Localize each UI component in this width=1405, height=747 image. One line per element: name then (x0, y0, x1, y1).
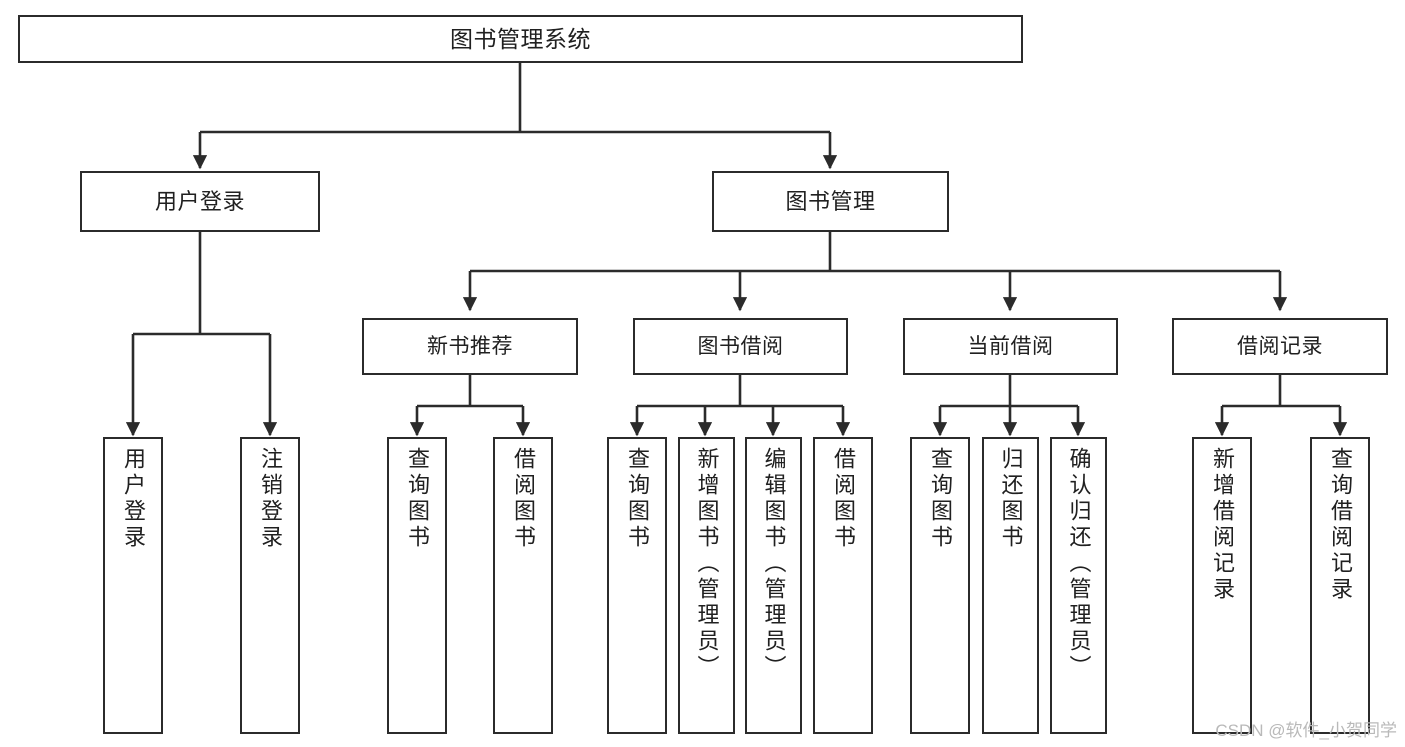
node-borrow-record[interactable]: 借阅记录 (1172, 318, 1388, 375)
leaf-query-borrow-record-label: 查询借阅记录 (1328, 447, 1353, 603)
leaf-borrow-book-recommend[interactable]: 借阅图书 (493, 437, 553, 734)
leaf-edit-book-admin-label: 编辑图书（管理员） (761, 447, 787, 681)
node-root[interactable]: 图书管理系统 (18, 15, 1023, 63)
leaf-user-login-label: 用户登录 (121, 447, 146, 551)
node-book-management-label: 图书管理 (785, 188, 876, 214)
node-root-label: 图书管理系统 (450, 25, 591, 52)
leaf-query-borrow-record[interactable]: 查询借阅记录 (1310, 437, 1370, 734)
node-book-borrow[interactable]: 图书借阅 (633, 318, 848, 375)
leaf-borrow-book-recommend-label: 借阅图书 (511, 447, 536, 551)
leaf-logout[interactable]: 注销登录 (240, 437, 300, 734)
leaf-query-book-current-label: 查询图书 (928, 447, 953, 551)
leaf-edit-book-admin[interactable]: 编辑图书（管理员） (745, 437, 802, 734)
leaf-borrow-book[interactable]: 借阅图书 (813, 437, 873, 734)
node-new-book-recommend-label: 新书推荐 (427, 335, 513, 358)
csdn-watermark: CSDN @软件_小贺同学 (1215, 721, 1397, 740)
leaf-return-book[interactable]: 归还图书 (982, 437, 1039, 734)
leaf-borrow-book-label: 借阅图书 (831, 447, 856, 551)
leaf-confirm-return-admin[interactable]: 确认归还（管理员） (1050, 437, 1107, 734)
node-user-login-label: 用户登录 (154, 188, 245, 214)
leaf-logout-label: 注销登录 (258, 447, 283, 551)
leaf-add-borrow-record[interactable]: 新增借阅记录 (1192, 437, 1252, 734)
node-borrow-record-label: 借阅记录 (1237, 335, 1323, 358)
leaf-query-book-current[interactable]: 查询图书 (910, 437, 970, 734)
node-current-borrow-label: 当前借阅 (967, 335, 1054, 358)
leaf-query-book-borrow-label: 查询图书 (625, 447, 650, 551)
node-new-book-recommend[interactable]: 新书推荐 (362, 318, 578, 375)
leaf-query-book-recommend-label: 查询图书 (405, 447, 430, 551)
node-book-management[interactable]: 图书管理 (712, 171, 949, 232)
leaf-add-book-admin[interactable]: 新增图书（管理员） (678, 437, 735, 734)
leaf-query-book-borrow[interactable]: 查询图书 (607, 437, 667, 734)
node-current-borrow[interactable]: 当前借阅 (903, 318, 1118, 375)
leaf-confirm-return-admin-label: 确认归还（管理员） (1066, 447, 1092, 681)
node-book-borrow-label: 图书借阅 (697, 335, 784, 358)
leaf-return-book-label: 归还图书 (998, 447, 1024, 551)
leaf-query-book-recommend[interactable]: 查询图书 (387, 437, 447, 734)
node-user-login[interactable]: 用户登录 (80, 171, 320, 232)
leaf-user-login[interactable]: 用户登录 (103, 437, 163, 734)
leaf-add-book-admin-label: 新增图书（管理员） (694, 447, 720, 681)
leaf-add-borrow-record-label: 新增借阅记录 (1210, 447, 1235, 603)
